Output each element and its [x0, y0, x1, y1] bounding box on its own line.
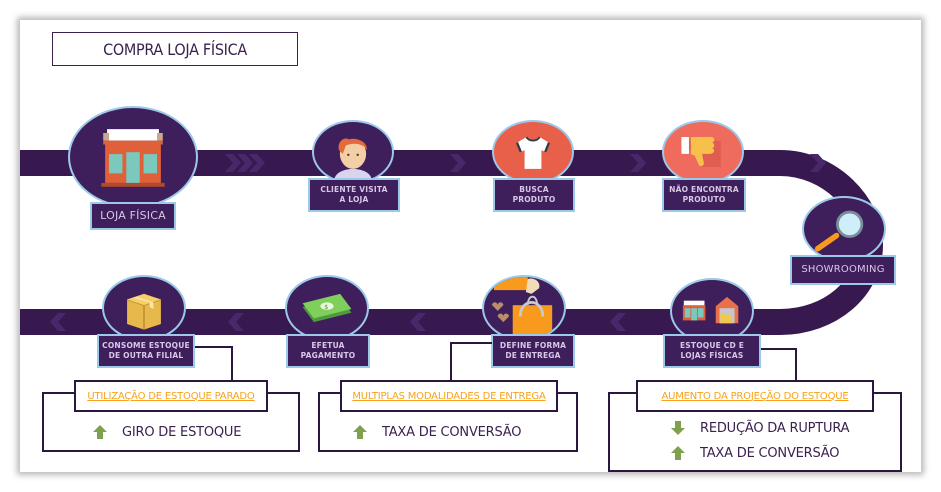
outcome-metric: TAXA DE CONVERSÃO	[352, 424, 521, 440]
connector-line	[195, 346, 233, 348]
arrow-up-icon	[671, 446, 685, 460]
connector-line	[231, 346, 233, 380]
connector-line	[761, 348, 797, 350]
thumbs-down-icon	[662, 120, 744, 184]
metric-text: REDUÇÃO DA RUPTURA	[700, 420, 850, 436]
magnifier-icon	[802, 196, 886, 262]
shopping-bag-icon	[482, 275, 566, 341]
svg-text:$: $	[324, 303, 328, 311]
customer-icon	[312, 120, 394, 184]
slide: COMPRA LOJA FÍSICA LOJA FÍSICA	[20, 20, 921, 472]
step-label: ESTOQUE CD E LOJAS FÍSICAS	[663, 334, 761, 368]
connector-line	[795, 348, 797, 380]
outcome-metric: GIRO DE ESTOQUE	[92, 424, 241, 440]
outcome-heading: UTILIZAÇÃO DE ESTOQUE PARADO	[74, 380, 268, 412]
connector-line	[450, 342, 492, 344]
metric-text: TAXA DE CONVERSÃO	[700, 445, 840, 461]
tshirt-icon	[492, 120, 574, 184]
arrow-down-icon	[671, 421, 685, 435]
outcome-metric: TAXA DE CONVERSÃO	[670, 445, 839, 461]
road-chevrons	[50, 154, 826, 331]
outcome-heading: AUMENTO DA PROJEÇÃO DO ESTOQUE	[636, 380, 874, 412]
step-label: BUSCA PRODUTO	[493, 178, 575, 212]
step-label: SHOWROOMING	[790, 255, 896, 285]
step-label: CONSOME ESTOQUE DE OUTRA FILIAL	[97, 334, 195, 368]
metric-text: TAXA DE CONVERSÃO	[382, 424, 522, 440]
store-warehouse-icon	[670, 278, 754, 344]
money-icon: $	[285, 275, 369, 341]
outcome-metric: REDUÇÃO DA RUPTURA	[670, 420, 850, 436]
storefront-icon	[68, 106, 198, 208]
step-label: NÃO ENCONTRA PRODUTO	[662, 178, 746, 212]
step-label: DEFINE FORMA DE ENTREGA	[491, 334, 575, 368]
step-label: CLIENTE VISITA A LOJA	[308, 178, 400, 212]
arrow-up-icon	[93, 425, 107, 439]
arrow-up-icon	[353, 425, 367, 439]
step-label: LOJA FÍSICA	[90, 202, 176, 230]
box-icon	[102, 275, 186, 341]
outcome-heading: MULTIPLAS MODALIDADES DE ENTREGA	[340, 380, 558, 412]
page-title: COMPRA LOJA FÍSICA	[52, 32, 298, 66]
step-label: EFETUA PAGAMENTO	[286, 334, 370, 368]
metric-text: GIRO DE ESTOQUE	[122, 424, 242, 440]
connector-line	[450, 342, 452, 380]
